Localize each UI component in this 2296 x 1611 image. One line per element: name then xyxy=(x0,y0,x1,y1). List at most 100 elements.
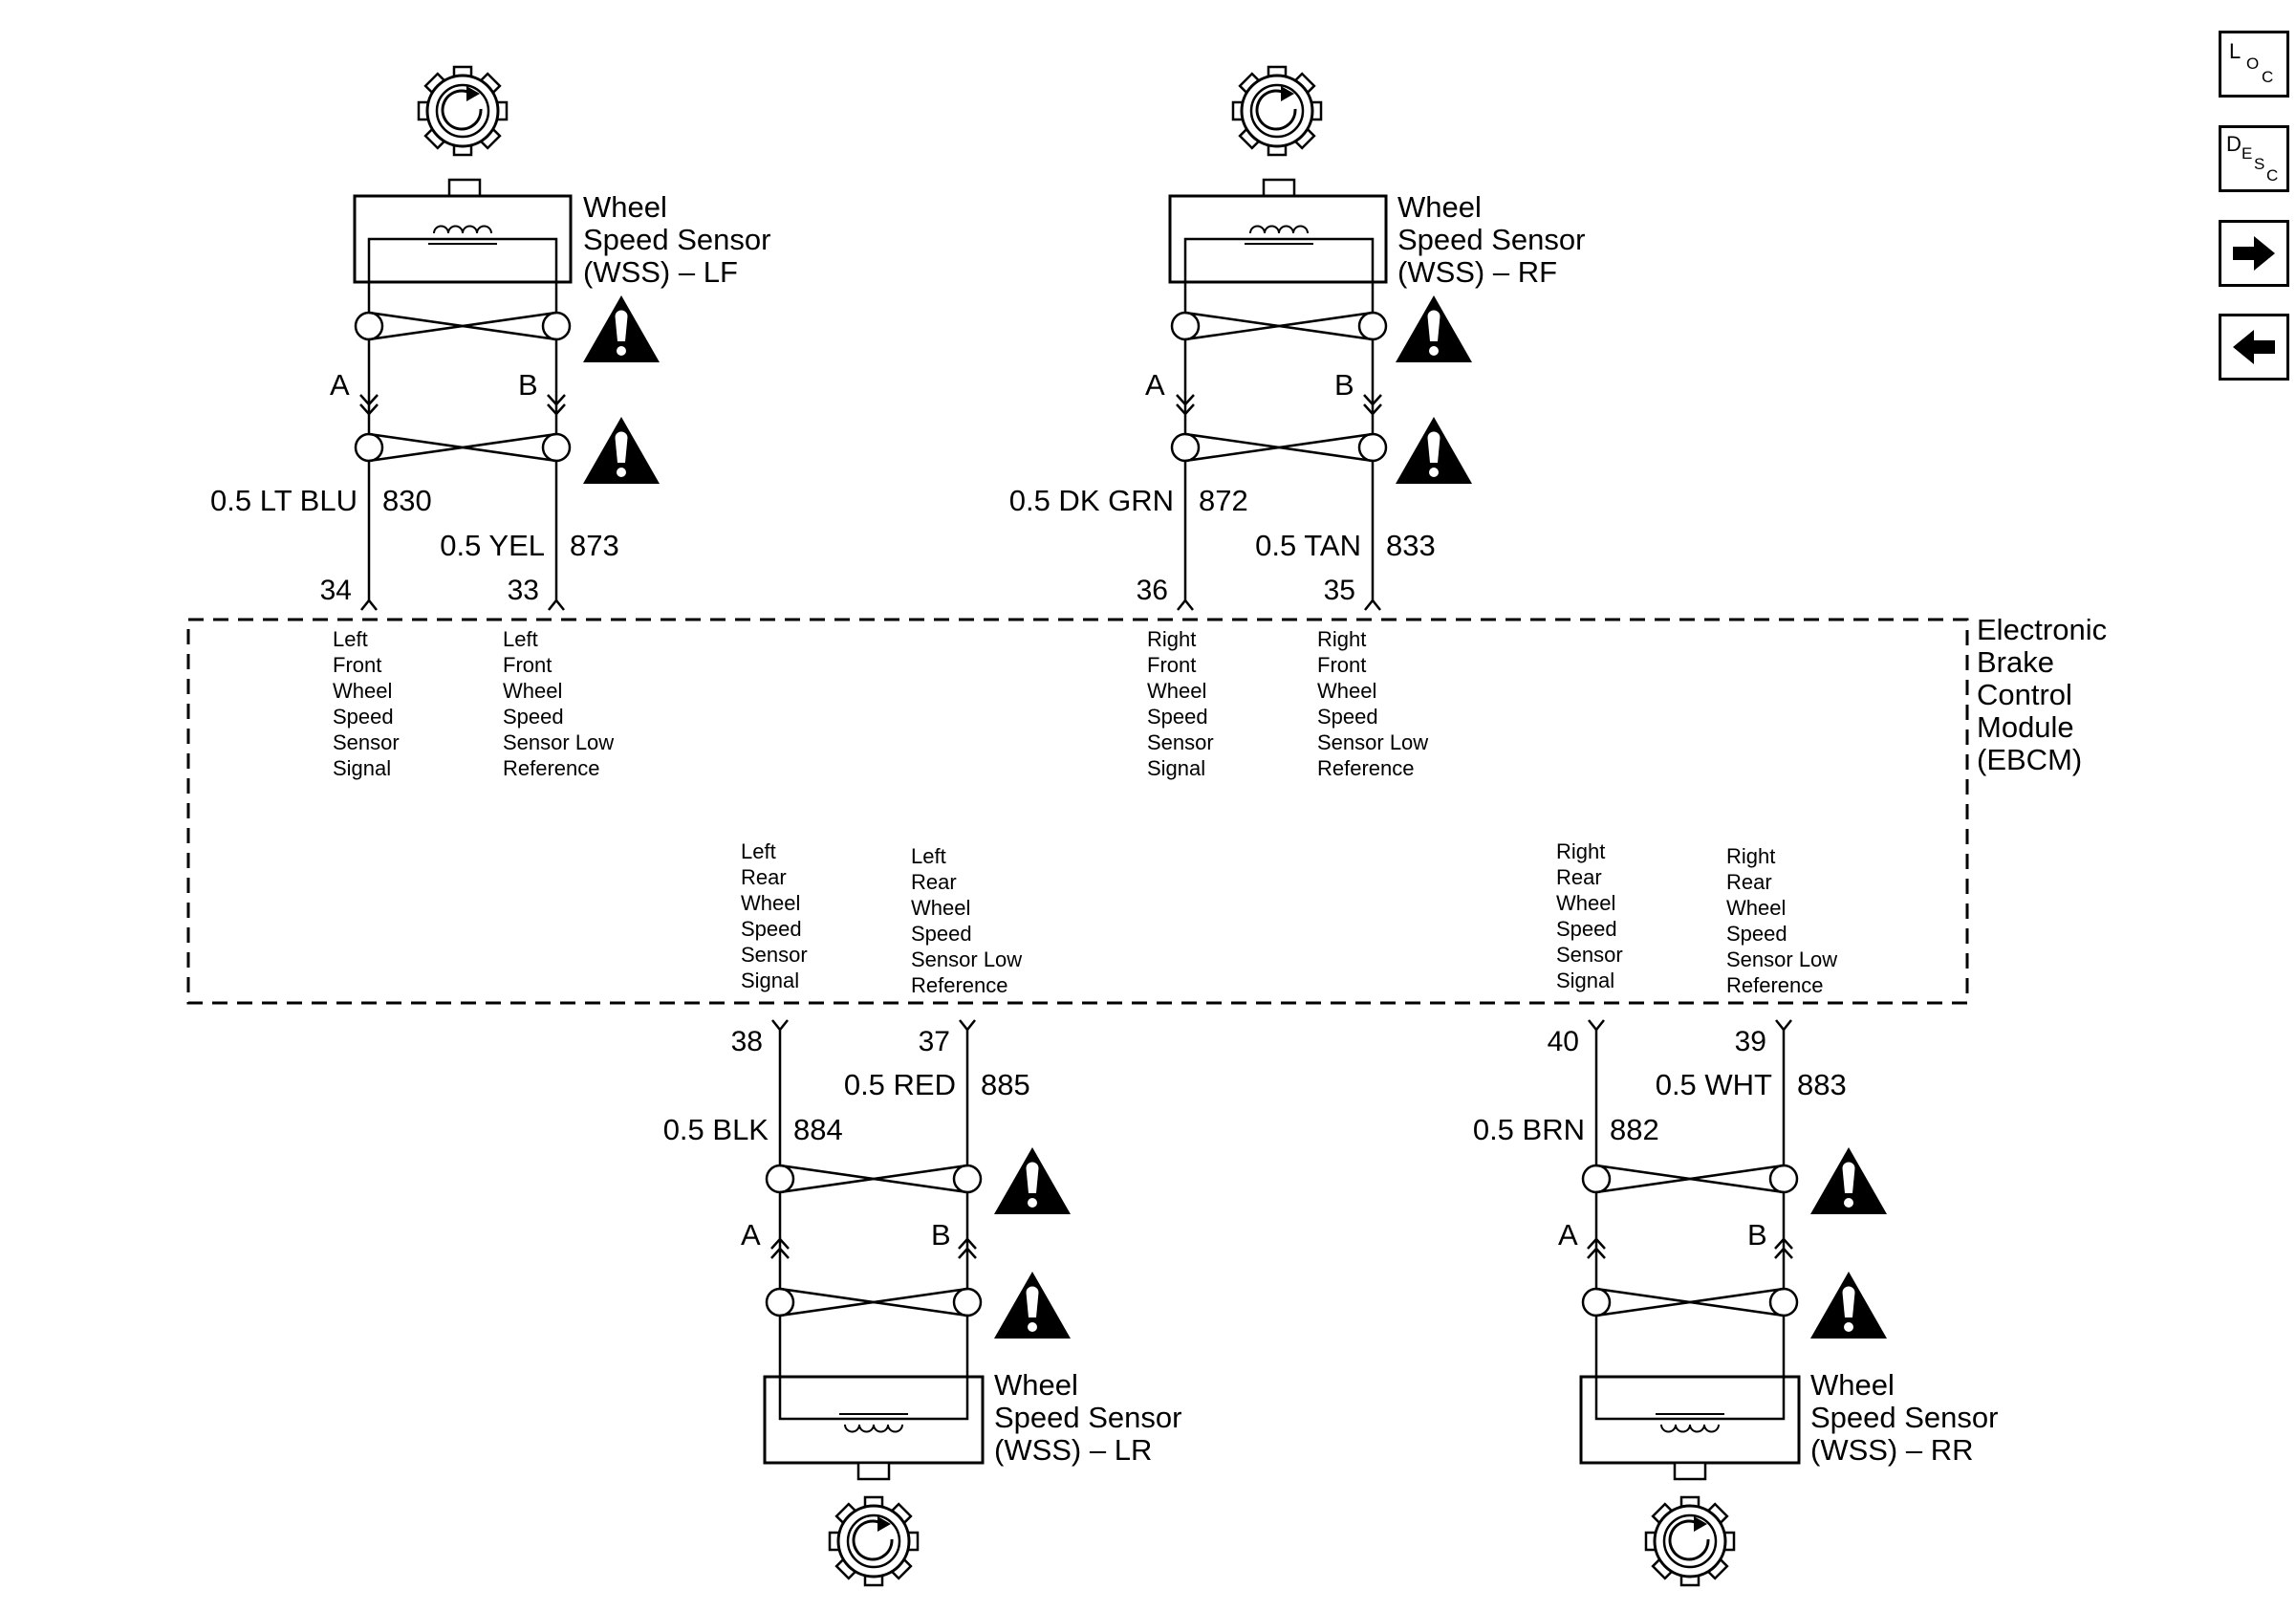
svg-text:Front: Front xyxy=(1147,653,1196,677)
svg-text:Reference: Reference xyxy=(1317,756,1415,780)
wire-spec-rr-a: 0.5 BRN xyxy=(1473,1113,1585,1146)
pin-34: 34 xyxy=(320,575,352,606)
description-label-d: D xyxy=(2226,132,2242,156)
svg-text:Signal: Signal xyxy=(333,756,391,780)
svg-text:Wheel: Wheel xyxy=(1317,679,1376,703)
sensor-title-lr: Wheel Speed Sensor (WSS) – LR xyxy=(994,1368,1181,1467)
twisted-pair-icon-lf-lower xyxy=(354,432,572,463)
description-button[interactable]: D E S C xyxy=(2219,125,2289,192)
pin-37: 37 xyxy=(919,1026,950,1057)
svg-text:Wheel: Wheel xyxy=(1726,896,1786,920)
svg-text:Sensor: Sensor xyxy=(333,730,400,754)
svg-text:(WSS) – RF: (WSS) – RF xyxy=(1397,255,1557,289)
pin-33: 33 xyxy=(508,575,539,606)
circuit-lf-a: 830 xyxy=(382,484,432,517)
wire-spec-lf-b: 0.5 YEL xyxy=(440,529,545,562)
sensor-title-lf: Wheel Speed Sensor (WSS) – LF xyxy=(583,190,770,289)
svg-text:Speed: Speed xyxy=(741,917,802,941)
terminal-a-lr: A xyxy=(741,1218,761,1252)
wire-spec-lr-a: 0.5 BLK xyxy=(663,1113,769,1146)
caution-triangle-icon-rr-lower xyxy=(1810,1272,1887,1339)
location-label-c: C xyxy=(2262,68,2274,86)
svg-text:Sensor Low: Sensor Low xyxy=(1317,730,1428,754)
location-label-l: L xyxy=(2229,39,2242,63)
caution-triangle-icon-lf-upper xyxy=(583,295,660,362)
pin-36: 36 xyxy=(1137,575,1168,606)
svg-text:Control: Control xyxy=(1977,678,2072,711)
circuit-lf-b: 873 xyxy=(570,529,619,562)
location-button[interactable]: L O C xyxy=(2219,31,2289,98)
svg-text:Wheel: Wheel xyxy=(741,891,800,915)
twisted-pair-icon-rr-lower xyxy=(1581,1287,1799,1317)
wire-spec-rf-a: 0.5 DK GRN xyxy=(1009,484,1174,517)
pin-desc-rf-a: Right Front Wheel Speed Sensor Signal xyxy=(1147,627,1214,780)
svg-text:Speed: Speed xyxy=(911,922,972,946)
svg-text:Electronic: Electronic xyxy=(1977,613,2107,646)
pin-40: 40 xyxy=(1548,1026,1579,1057)
tone-wheel-icon-rr xyxy=(1626,1477,1754,1605)
pin-desc-lf-b: Left Front Wheel Speed Sensor Low Refere… xyxy=(503,627,614,780)
description-label-s: S xyxy=(2254,155,2265,173)
svg-text:(WSS) – LR: (WSS) – LR xyxy=(994,1433,1152,1467)
terminal-a-rr: A xyxy=(1558,1218,1578,1252)
twisted-pair-icon-lf-upper xyxy=(354,311,572,341)
terminal-b-lr: B xyxy=(931,1218,951,1252)
svg-text:Brake: Brake xyxy=(1977,645,2054,679)
tone-wheel-icon-lf xyxy=(399,47,527,175)
svg-text:Wheel: Wheel xyxy=(1397,190,1482,224)
svg-text:Wheel: Wheel xyxy=(1147,679,1206,703)
svg-text:Sensor: Sensor xyxy=(1147,730,1214,754)
pin-39: 39 xyxy=(1735,1026,1766,1057)
circuit-rf-b: 833 xyxy=(1386,529,1436,562)
svg-text:Speed: Speed xyxy=(1317,705,1378,729)
next-page-button[interactable] xyxy=(2219,220,2289,287)
caution-triangle-icon-rf-lower xyxy=(1396,417,1472,484)
svg-text:Speed Sensor: Speed Sensor xyxy=(994,1401,1181,1434)
twisted-pair-icon-lr-lower xyxy=(765,1287,983,1317)
twisted-pair-icon-rf-lower xyxy=(1170,432,1388,463)
svg-text:Signal: Signal xyxy=(741,969,799,992)
circuit-rr-a: 882 xyxy=(1610,1113,1659,1146)
svg-text:Speed Sensor: Speed Sensor xyxy=(1397,223,1585,256)
svg-text:Speed Sensor: Speed Sensor xyxy=(1810,1401,1998,1434)
svg-text:Right: Right xyxy=(1317,627,1366,651)
svg-text:Sensor Low: Sensor Low xyxy=(911,947,1022,971)
svg-text:Rear: Rear xyxy=(741,865,787,889)
previous-page-button[interactable] xyxy=(2219,314,2289,381)
svg-text:Rear: Rear xyxy=(1726,870,1772,894)
caution-triangle-icon-lr-lower xyxy=(994,1272,1071,1339)
terminal-b-lf: B xyxy=(518,368,538,402)
circuit-lr-b: 885 xyxy=(981,1068,1030,1101)
ebcm-outline xyxy=(186,618,1969,1005)
svg-text:Wheel: Wheel xyxy=(1556,891,1615,915)
tone-wheel-icon-rf xyxy=(1213,47,1341,175)
circuit-rf-a: 872 xyxy=(1199,484,1248,517)
svg-text:Wheel: Wheel xyxy=(1810,1368,1895,1402)
caution-triangle-icon-rf-upper xyxy=(1396,295,1472,362)
svg-text:Left: Left xyxy=(503,627,538,651)
svg-text:Rear: Rear xyxy=(911,870,957,894)
svg-text:Rear: Rear xyxy=(1556,865,1602,889)
pin-desc-lr-b: Left Rear Wheel Speed Sensor Low Referen… xyxy=(911,844,1022,997)
wire-spec-lr-b: 0.5 RED xyxy=(844,1068,956,1101)
caution-triangle-icon-lf-lower xyxy=(583,417,660,484)
svg-text:Reference: Reference xyxy=(1726,973,1824,997)
svg-text:Front: Front xyxy=(1317,653,1366,677)
svg-text:(WSS) – RR: (WSS) – RR xyxy=(1810,1433,1974,1467)
svg-text:Left: Left xyxy=(911,844,946,868)
location-label-o: O xyxy=(2246,54,2260,73)
description-label-c: C xyxy=(2266,166,2279,185)
svg-text:Speed: Speed xyxy=(503,705,564,729)
svg-text:Left: Left xyxy=(333,627,368,651)
twisted-pair-icon-rf-upper xyxy=(1170,311,1388,341)
sensor-rf: Wheel Speed Sensor (WSS) – RF xyxy=(1168,47,1585,289)
circuit-rr-b: 883 xyxy=(1797,1068,1847,1101)
svg-text:Speed: Speed xyxy=(1147,705,1208,729)
twisted-pair-icon-lr-upper xyxy=(765,1164,983,1194)
svg-text:(EBCM): (EBCM) xyxy=(1977,743,2082,776)
svg-text:Sensor Low: Sensor Low xyxy=(503,730,614,754)
svg-text:Right: Right xyxy=(1556,839,1605,863)
svg-text:Module: Module xyxy=(1977,710,2074,744)
pin-38: 38 xyxy=(731,1026,763,1057)
svg-text:Speed Sensor: Speed Sensor xyxy=(583,223,770,256)
